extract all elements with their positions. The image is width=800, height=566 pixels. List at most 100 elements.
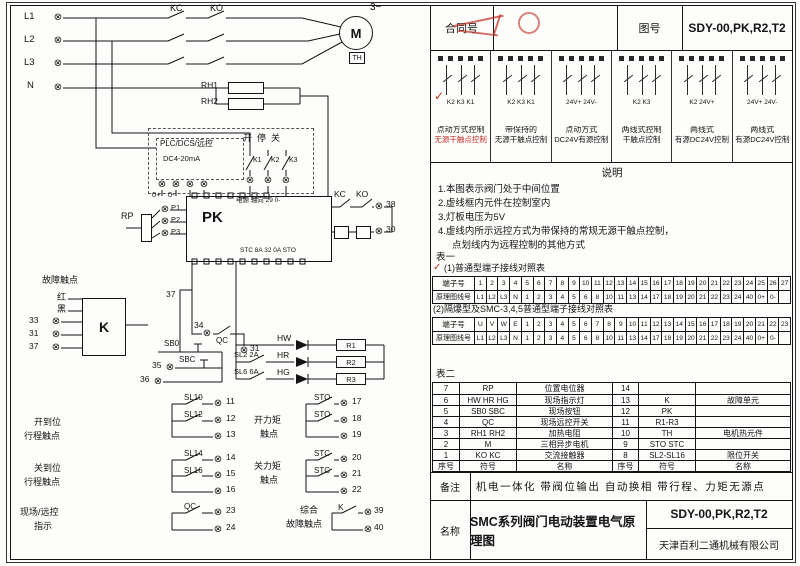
pk-control-unit-box — [186, 196, 332, 262]
table-cell: 20 — [743, 318, 755, 331]
table-cell: 20 — [684, 332, 697, 344]
open-stop-close-label: 开停关 — [243, 133, 286, 143]
ko-contact-label: KO — [356, 189, 369, 199]
table-cell: 13 — [661, 318, 673, 331]
table-cell: 22 — [719, 277, 732, 290]
table-cell: 0+ — [754, 332, 767, 344]
terminal-icon: ⊗ — [213, 486, 223, 497]
table-cell: E — [509, 318, 521, 331]
table-cell — [695, 383, 790, 394]
terminal-icon: ⊗ — [339, 486, 349, 497]
qc-switch-label: QC — [216, 336, 228, 345]
table-cell: 1 — [520, 318, 533, 331]
table-cell: 18 — [661, 332, 673, 344]
table-cell — [778, 332, 790, 344]
table-cell: 2 — [532, 332, 545, 344]
open-torque-label-1: 开力矩 — [254, 415, 282, 425]
terminal-icon: ⊗ — [213, 415, 223, 426]
table-cell: 16 — [696, 318, 708, 331]
table-cell: 10 — [602, 291, 615, 303]
control-mode-block: 24V+ 24V-两线式有源DC24V控制 — [731, 51, 792, 162]
terminal-icon: ⊗ — [51, 316, 61, 327]
terminal-14-label: 14 — [226, 452, 236, 462]
terminal-block-icon — [528, 56, 534, 61]
fault-contact-label: 故障触点 — [42, 275, 79, 285]
table-cell: 现场指示灯 — [516, 395, 612, 405]
table-cell: 3 — [544, 291, 556, 303]
sto-label: STO — [314, 410, 331, 419]
drawing-no-label: 图号 — [617, 6, 682, 50]
table-cell: 21 — [708, 277, 720, 290]
table-cell: 1 — [478, 280, 483, 287]
note-line: 3.灯板电压为5V — [438, 212, 506, 223]
terminal-icon: ⊗ — [363, 507, 373, 518]
terminal-icon: ⊗ — [245, 175, 255, 186]
table-cell: 10 — [612, 428, 638, 438]
header-divider — [493, 6, 495, 50]
table-cell: 24 — [731, 332, 743, 344]
terminal-icon: ⊗ — [213, 470, 223, 481]
terminal-icon: ⊗ — [199, 179, 209, 190]
table-cell: 40 — [743, 332, 755, 344]
r3-label: R3 — [346, 374, 356, 384]
terminal-block-icon — [779, 56, 785, 61]
table-cell: 4 — [509, 277, 521, 290]
contact-terminals-label: K2 24V+ — [689, 99, 715, 106]
thermal-label: TH — [352, 54, 362, 62]
footer-drawing-number-text: SDY-00,PK,R2,T2 — [670, 507, 768, 521]
table-cell: K — [638, 395, 695, 405]
phase-l2-label: L2 — [24, 34, 35, 45]
thermal-element-box: TH — [349, 52, 365, 64]
p3-label: P3 — [171, 227, 181, 236]
terminal-icon: ⊗ — [213, 524, 223, 535]
control-mode-caption: 带保持的 — [504, 126, 537, 134]
table-cell: W — [497, 318, 509, 331]
table-cell: 7 — [591, 318, 603, 331]
table-row: 序号符号名称序号符号名称 — [433, 460, 790, 471]
table-cell: TH — [638, 428, 695, 438]
kc-contact-label: KC — [334, 189, 346, 199]
table-cell: 7 — [544, 277, 556, 290]
k2-label: K2 — [271, 157, 280, 164]
table-cell: 22 — [766, 318, 779, 331]
table-cell: 7 — [443, 384, 449, 393]
table-cell: 19 — [672, 332, 685, 344]
terminal-block-icon — [498, 56, 504, 61]
neutral-label: N — [27, 80, 34, 91]
table-cell: L3 — [497, 332, 509, 344]
table-cell: 6 — [443, 395, 449, 405]
terminal-icon: ⊗ — [165, 362, 175, 373]
r1-label: R1 — [346, 340, 356, 350]
rh2-label: RH2 — [201, 96, 219, 106]
table-cell: 位置电位器 — [516, 383, 612, 394]
terminal-block-icon — [689, 56, 695, 61]
table-cell: 5 — [443, 406, 449, 416]
terminal-icon: ⊗ — [213, 398, 223, 409]
control-mode-caption: 点动方式 — [565, 126, 598, 134]
table-cell: 14 — [626, 277, 638, 290]
table-cell: 22 — [708, 291, 720, 303]
terminal-39-label: 39 — [374, 505, 384, 515]
sl16-label: SL16 — [184, 466, 203, 475]
table-cell: 21 — [754, 318, 767, 331]
drawing-title-text: SMC系列阀门电动装置电气原理图 — [470, 515, 636, 548]
sb0-button-label: SB0 — [164, 339, 180, 348]
k-bottom-label: K — [338, 502, 344, 512]
table-cell: 6 — [579, 318, 591, 331]
terminal-icon: ⊗ — [160, 228, 170, 239]
note-line: 1.本图表示阀门处于中间位置 — [438, 184, 560, 195]
terminal-19-label: 19 — [352, 429, 362, 439]
terminal-block-icon — [709, 56, 715, 61]
table-cell: 2 — [443, 439, 449, 449]
row-label: 原理图线号 — [433, 332, 475, 344]
analog-minus-label: 0- — [168, 190, 175, 199]
table-cell: N — [509, 332, 521, 344]
